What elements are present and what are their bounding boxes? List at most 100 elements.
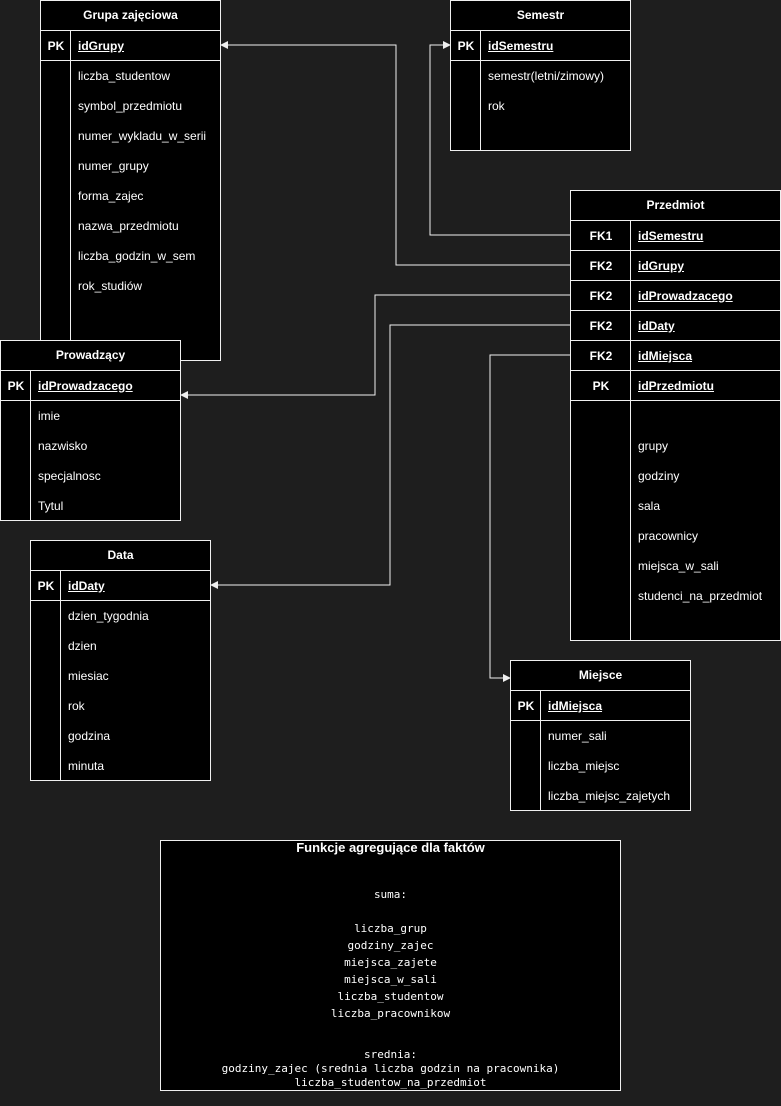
field-row: miejsca_w_sali — [571, 551, 780, 581]
field-row: nazwa_przedmiotu — [41, 211, 220, 241]
srednia-item: godziny_zajec (srednia liczba godzin na … — [221, 1062, 560, 1075]
key-field: idProwadzacego — [638, 289, 733, 303]
field: forma_zajec — [78, 189, 144, 203]
field: rok — [488, 99, 505, 113]
link-prowadzacy — [180, 294, 571, 399]
field: rok — [68, 699, 85, 713]
suma-item: liczba_studentow — [337, 990, 444, 1003]
table-grupa: Grupa zajęciowa PK idGrupy liczba_studen… — [40, 0, 221, 361]
pk-field: idSemestru — [488, 39, 554, 53]
column-divider — [540, 691, 541, 811]
suma-item: liczba_pracownikow — [330, 1007, 451, 1020]
field-row: Tytul — [1, 491, 180, 521]
field: dzien — [68, 639, 97, 653]
field: numer_wykladu_w_serii — [78, 129, 207, 143]
pk-field: idDaty — [68, 579, 105, 593]
pk-row: PK idProwadzacego — [1, 371, 180, 401]
pk-row: PK idGrupy — [41, 31, 220, 61]
table-przedmiot: Przedmiot FK1 idSemestru FK2 idGrupy FK2… — [570, 190, 781, 641]
field: symbol_przedmiotu — [78, 99, 183, 113]
field-row: numer_sali — [511, 721, 690, 751]
field-row: liczba_miejsc — [511, 751, 690, 781]
table-title: Przedmiot — [571, 191, 780, 221]
field-row: rok — [31, 691, 210, 721]
field-row: numer_wykladu_w_serii — [41, 121, 220, 151]
field-row: dzien — [31, 631, 210, 661]
key-row: FK2 idProwadzacego — [571, 281, 780, 311]
aggregate-functions-note: Funkcje agregujące dla faktów suma: licz… — [160, 840, 621, 1091]
field: semestr(letni/zimowy) — [488, 69, 605, 83]
table-semestr: Semestr PK idSemestru semestr(letni/zimo… — [450, 0, 631, 151]
link-miejsce — [489, 354, 571, 682]
key-label: FK2 — [589, 289, 613, 303]
field-row: forma_zajec — [41, 181, 220, 211]
field: numer_grupy — [78, 159, 149, 173]
column-divider — [630, 221, 631, 641]
field-row: specjalnosc — [1, 461, 180, 491]
field: liczba_godzin_w_sem — [78, 249, 196, 263]
field: godzina — [68, 729, 111, 743]
suma-item: liczba_grup — [354, 922, 427, 935]
field-row: godziny — [571, 461, 780, 491]
key-field: idPrzedmiotu — [638, 379, 715, 393]
srednia-item: liczba_studentow_na_przedmiot — [294, 1076, 487, 1089]
column-divider — [480, 31, 481, 151]
field-row: liczba_godzin_w_sem — [41, 241, 220, 271]
key-label: PK — [47, 39, 65, 53]
field: rok_studiów — [78, 279, 143, 293]
key-label: PK — [7, 379, 25, 393]
pk-field: idProwadzacego — [38, 379, 133, 393]
key-field: idSemestru — [638, 229, 704, 243]
field-row: pracownicy — [571, 521, 780, 551]
field: pracownicy — [638, 529, 699, 543]
field: miejsca_w_sali — [638, 559, 719, 573]
key-label: PK — [592, 379, 610, 393]
field: studenci_na_przedmiot — [638, 589, 763, 603]
srednia-label: srednia: — [364, 1048, 417, 1061]
key-label: PK — [517, 699, 535, 713]
suma-item: miejsca_w_sali — [344, 973, 437, 986]
pk-field: idGrupy — [78, 39, 125, 53]
table-prowadzacy: Prowadzący PK idProwadzacego imie nazwis… — [0, 340, 181, 521]
key-label: FK1 — [589, 229, 613, 243]
field: grupy — [638, 439, 669, 453]
field-row: studenci_na_przedmiot — [571, 581, 780, 611]
field: minuta — [68, 759, 105, 773]
table-title: Data — [31, 541, 210, 571]
field-row: rok_studiów — [41, 271, 220, 301]
field: nazwa_przedmiotu — [78, 219, 179, 233]
field-row: symbol_przedmiotu — [41, 91, 220, 121]
key-label: FK2 — [589, 319, 613, 333]
table-title: Semestr — [451, 1, 630, 31]
column-divider — [60, 571, 61, 781]
link-data — [210, 324, 571, 589]
pk-row: PK idSemestru — [451, 31, 630, 61]
spacer-row — [571, 401, 780, 431]
suma-item: miejsca_zajete — [344, 956, 437, 969]
field: miesiac — [68, 669, 109, 683]
field: liczba_miejsc — [548, 759, 620, 773]
key-label: PK — [37, 579, 55, 593]
column-divider — [70, 31, 71, 361]
key-field: idDaty — [638, 319, 675, 333]
field-row: numer_grupy — [41, 151, 220, 181]
key-label: FK2 — [589, 259, 613, 273]
field-row: liczba_miejsc_zajetych — [511, 781, 690, 811]
field: dzien_tygodnia — [68, 609, 149, 623]
field-row: miesiac — [31, 661, 210, 691]
note-title: Funkcje agregujące dla faktów — [296, 840, 485, 855]
key-row: PK idPrzedmiotu — [571, 371, 780, 401]
field-row: dzien_tygodnia — [31, 601, 210, 631]
pk-row: PK idMiejsca — [511, 691, 690, 721]
suma-item: godziny_zajec — [347, 939, 434, 952]
field-row: sala — [571, 491, 780, 521]
table-title: Prowadzący — [1, 341, 180, 371]
field: godziny — [638, 469, 680, 483]
field: nazwisko — [38, 439, 88, 453]
key-field: idMiejsca — [638, 349, 693, 363]
link-grupa — [220, 41, 571, 266]
field-row: rok — [451, 91, 630, 121]
pk-field: idMiejsca — [548, 699, 603, 713]
key-label: FK2 — [589, 349, 613, 363]
pk-row: PK idDaty — [31, 571, 210, 601]
